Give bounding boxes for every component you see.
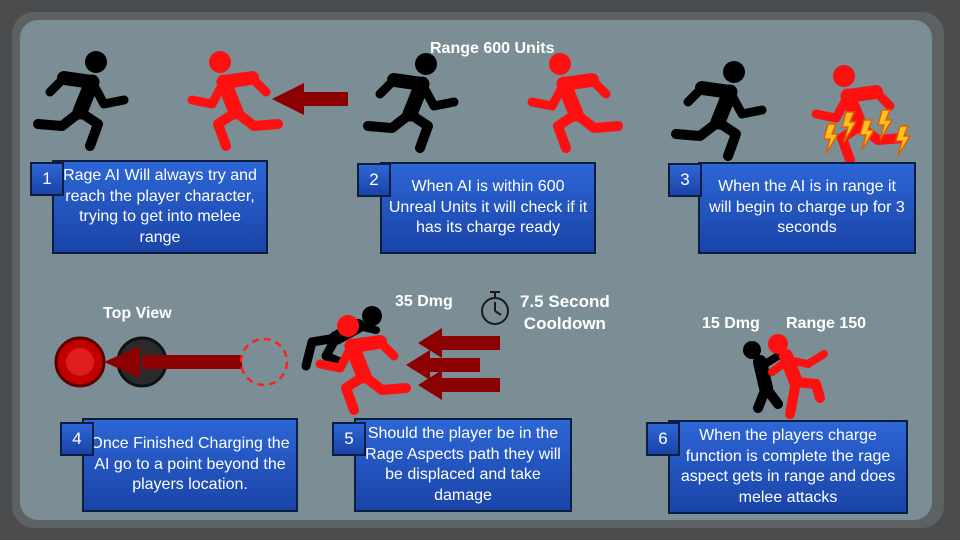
damage-15-label: 15 Dmg: [702, 315, 760, 332]
top-view-label: Top View: [103, 305, 172, 322]
step-4-number: 4: [60, 422, 94, 456]
player-runner-icon-1: [38, 51, 124, 146]
step-1-number: 1: [30, 162, 64, 196]
step-2-box: When AI is within 600 Unreal Units it wi…: [380, 162, 596, 254]
step-1-box: Rage AI Will always try and reach the pl…: [52, 160, 268, 254]
cooldown-label: 7.5 Second Cooldown: [520, 291, 610, 335]
player-runner-icon-2: [368, 53, 454, 148]
cooldown-line-1: 7.5 Second: [520, 292, 610, 311]
charge-arrow-icon-1: [272, 83, 348, 115]
step-5-number: 5: [332, 422, 366, 456]
cooldown-line-2: Cooldown: [523, 314, 606, 333]
step-3-number: 3: [668, 163, 702, 197]
step-6-number: 6: [646, 422, 680, 456]
step-4-box: Once Finished Charging the AI go to a po…: [82, 418, 298, 512]
step-5-box: Should the player be in the Rage Aspects…: [354, 418, 572, 512]
melee-fight-icon: [743, 334, 828, 419]
stopwatch-icon: [481, 291, 509, 325]
step-3-box: When the AI is in range it will begin to…: [698, 162, 916, 254]
range-150-label: Range 150: [786, 315, 867, 332]
step-6-box: When the players charge function is comp…: [668, 420, 908, 514]
step-2-number: 2: [357, 163, 391, 197]
ai-runner-icon-2: [532, 53, 618, 148]
charge-arrows-icon: [406, 328, 500, 400]
ai-runner-icon-1: [192, 51, 278, 146]
top-view-diagram: [54, 336, 289, 388]
damage-35-label: 35 Dmg: [395, 293, 453, 310]
player-runner-icon-3: [676, 61, 762, 156]
range-600-label: Range 600 Units: [430, 40, 555, 57]
